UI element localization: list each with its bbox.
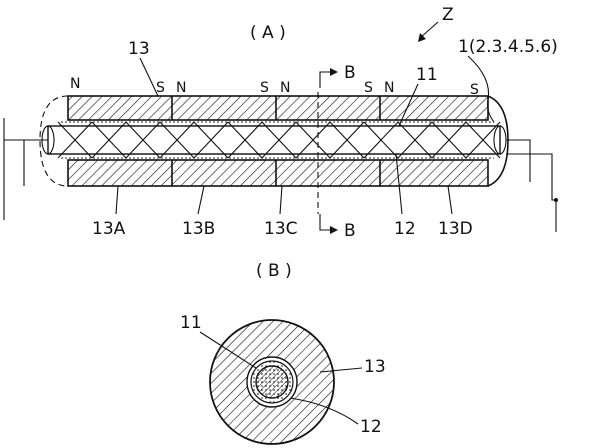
section-ref-magnet-leader <box>319 367 363 373</box>
segment-leader-13c <box>279 185 283 215</box>
right-lead-upper <box>506 139 531 182</box>
right-lead-wire <box>506 153 557 232</box>
panel-a-title: ( A ) <box>250 23 286 43</box>
coil-turn-back <box>431 121 467 159</box>
coil-turn-back <box>57 121 93 159</box>
bore-liner-upper <box>60 120 494 126</box>
ref-assembly-label: 1(2.3.4.5.6) <box>458 37 558 57</box>
coil-turn-back <box>261 121 297 159</box>
coil-turn-back <box>295 121 331 159</box>
segment-label-13a: 13A <box>92 219 126 239</box>
magnet-upper <box>67 95 489 121</box>
section-mark-bottom <box>319 214 334 231</box>
section-arrow-bottom <box>330 226 338 234</box>
panel-b-title: ( B ) <box>256 261 292 281</box>
coil-turn-back <box>397 121 433 159</box>
magnet-lower <box>67 159 489 187</box>
pole-label-2: S <box>156 80 165 96</box>
ref-z-arrowhead <box>418 33 426 42</box>
pole-label-4: S <box>260 80 269 96</box>
segment-label-13b: 13B <box>182 219 215 239</box>
section-arrow-top <box>330 68 338 76</box>
segment-label-13d: 13D <box>438 219 473 239</box>
section-core <box>255 365 289 399</box>
helical-coil <box>57 121 501 159</box>
ref-coil-label: 11 <box>416 65 438 85</box>
ref-z-leader <box>419 21 439 39</box>
section-label-bottom: B <box>344 221 356 241</box>
coil-turn-back <box>193 121 229 159</box>
pole-label-1: N <box>70 76 80 92</box>
coil-turn-back <box>465 121 501 159</box>
section-ref-core-label: 12 <box>360 417 382 437</box>
ref-magnet-leader <box>139 57 159 97</box>
section-mark-top <box>319 71 334 88</box>
coil-turn-back <box>125 121 161 159</box>
right-terminal-dot <box>554 198 558 202</box>
segment-leader-13d <box>447 185 453 215</box>
segment-leader-13b <box>197 185 205 215</box>
coil-turn-back <box>363 121 399 159</box>
pole-label-3: N <box>176 80 186 96</box>
ref-z-label: Z <box>442 5 454 25</box>
ref-core-label: 12 <box>394 219 416 239</box>
segment-label-13c: 13C <box>264 219 298 239</box>
coil-turn-back <box>159 121 195 159</box>
left-end-outline <box>39 95 69 187</box>
pole-label-7: N <box>384 80 394 96</box>
coil-turn-back <box>227 121 263 159</box>
pole-label-5: N <box>280 80 290 96</box>
coil-turn-back <box>329 121 365 159</box>
section-ref-core-leader <box>289 397 359 425</box>
section-ref-coil-leader <box>199 331 257 369</box>
left-lead-wire <box>3 139 48 200</box>
section-ref-magnet-label: 13 <box>364 357 386 377</box>
pole-label-6: S <box>364 80 373 96</box>
ref-magnet-label: 13 <box>128 39 150 59</box>
section-ref-coil-label: 11 <box>180 313 202 333</box>
ref-core-leader <box>395 153 403 215</box>
coil-turn-back <box>91 121 127 159</box>
pole-label-8: S <box>470 82 479 98</box>
segment-leader-13a <box>115 185 119 215</box>
bore-liner-lower <box>60 154 494 160</box>
core-rod <box>47 125 501 155</box>
section-label-top: B <box>344 63 356 83</box>
